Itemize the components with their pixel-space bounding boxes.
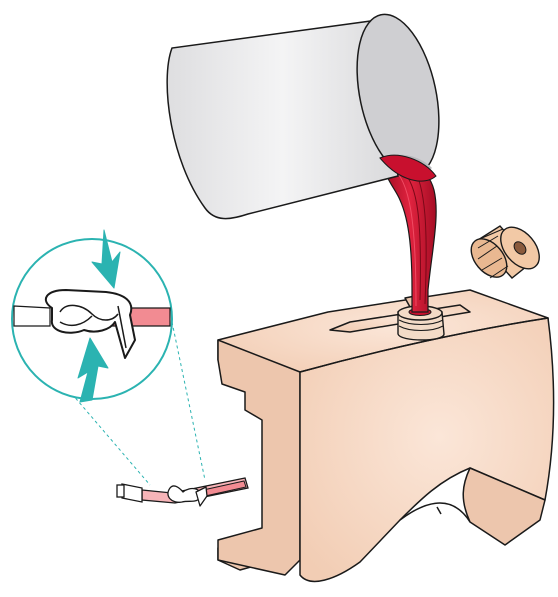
- skin-reservoir: [218, 290, 554, 581]
- poured-liquid: [384, 158, 436, 312]
- detail-callout: [12, 230, 172, 402]
- reservoir-cap: [464, 220, 547, 284]
